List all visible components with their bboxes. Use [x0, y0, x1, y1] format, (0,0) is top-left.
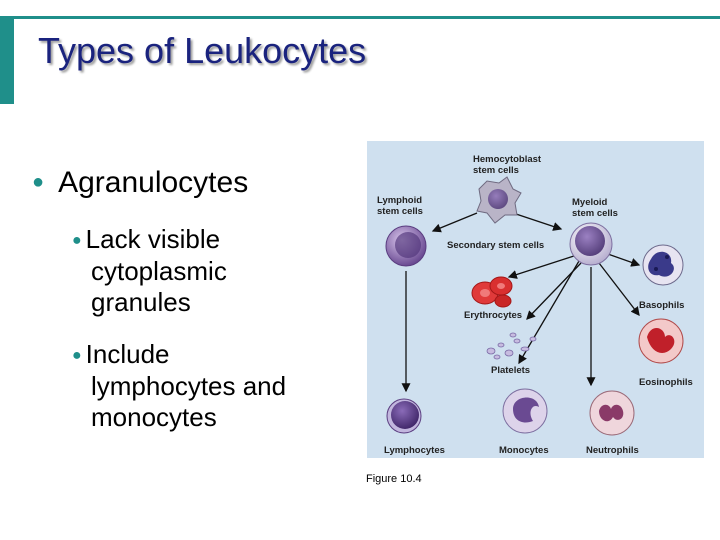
label-monocytes: Monocytes: [499, 445, 549, 456]
label-basophils: Basophils: [639, 300, 684, 311]
label-platelets: Platelets: [491, 365, 530, 376]
label-erythrocytes: Erythrocytes: [464, 310, 522, 321]
arrow-to-myeloid: [512, 212, 563, 231]
bullet-dot-icon: ●: [72, 347, 82, 364]
sub-bullet-line: lymphocytes and: [91, 371, 287, 401]
sub-bullet-line: cytoplasmic: [91, 256, 227, 286]
label-myeloid-1: Myeloid: [572, 197, 608, 208]
bullet-dot-icon: ●: [32, 171, 45, 193]
accent-bar-left: [0, 16, 14, 104]
sub-bullet-line: monocytes: [91, 402, 217, 432]
bullet-agranulocytes: ● Agranulocytes: [32, 166, 248, 200]
lymphoid-stem-cell: [385, 225, 427, 267]
slide-title: Types of Leukocytes: [38, 30, 367, 71]
arrow-to-monocytes: [518, 260, 580, 365]
label-hemocytoblast-1: Hemocytoblast: [473, 154, 542, 165]
sub-bullet-line: granules: [91, 287, 191, 317]
accent-bar-top: [14, 16, 720, 19]
hematopoiesis-figure: Hemocytoblast stem cells Lymphoid stem c…: [367, 141, 704, 458]
diagram-arrows: [401, 212, 641, 393]
label-myeloid-2: stem cells: [572, 208, 618, 219]
eosinophil-cell: [638, 318, 684, 364]
basophil-cell: [642, 244, 684, 286]
sub-bullet-line: Include: [85, 339, 170, 369]
label-lymphoid-1: Lymphoid: [377, 195, 422, 206]
arrow-to-erythrocytes: [507, 254, 578, 279]
lymphocyte-cell: [386, 398, 422, 434]
label-lymphocytes: Lymphocytes: [384, 445, 445, 456]
bullet-text: Agranulocytes: [58, 166, 249, 199]
platelet-cells: [486, 332, 537, 360]
sub-bullet-include: ●Include lymphocytes and monocytes: [72, 339, 286, 433]
neutrophil-cell: [589, 390, 635, 436]
label-hemocytoblast-2: stem cells: [473, 165, 519, 176]
label-lymphoid-2: stem cells: [377, 206, 423, 217]
label-neutrophils: Neutrophils: [586, 445, 639, 456]
arrow-to-eosinophils: [598, 262, 640, 317]
myeloid-stem-cell: [569, 222, 613, 266]
bullet-dot-icon: ●: [72, 232, 82, 249]
hemocytoblast-cell: [476, 176, 522, 224]
sub-bullet-lack-granules: ●Lack visible cytoplasmic granules: [72, 224, 227, 318]
arrow-to-platelets: [526, 262, 582, 320]
monocyte-cell: [502, 388, 548, 434]
arrow-to-lymphoid: [431, 212, 478, 233]
label-secondary-stem-cells: Secondary stem cells: [447, 240, 544, 251]
sub-bullet-line: Lack visible: [85, 224, 221, 254]
erythrocyte-cells: [471, 276, 513, 308]
arrow-to-basophils: [604, 252, 641, 267]
label-eosinophils: Eosinophils: [639, 377, 693, 388]
figure-caption: Figure 10.4: [366, 473, 422, 485]
hematopoiesis-diagram: Hemocytoblast stem cells Lymphoid stem c…: [377, 154, 693, 456]
